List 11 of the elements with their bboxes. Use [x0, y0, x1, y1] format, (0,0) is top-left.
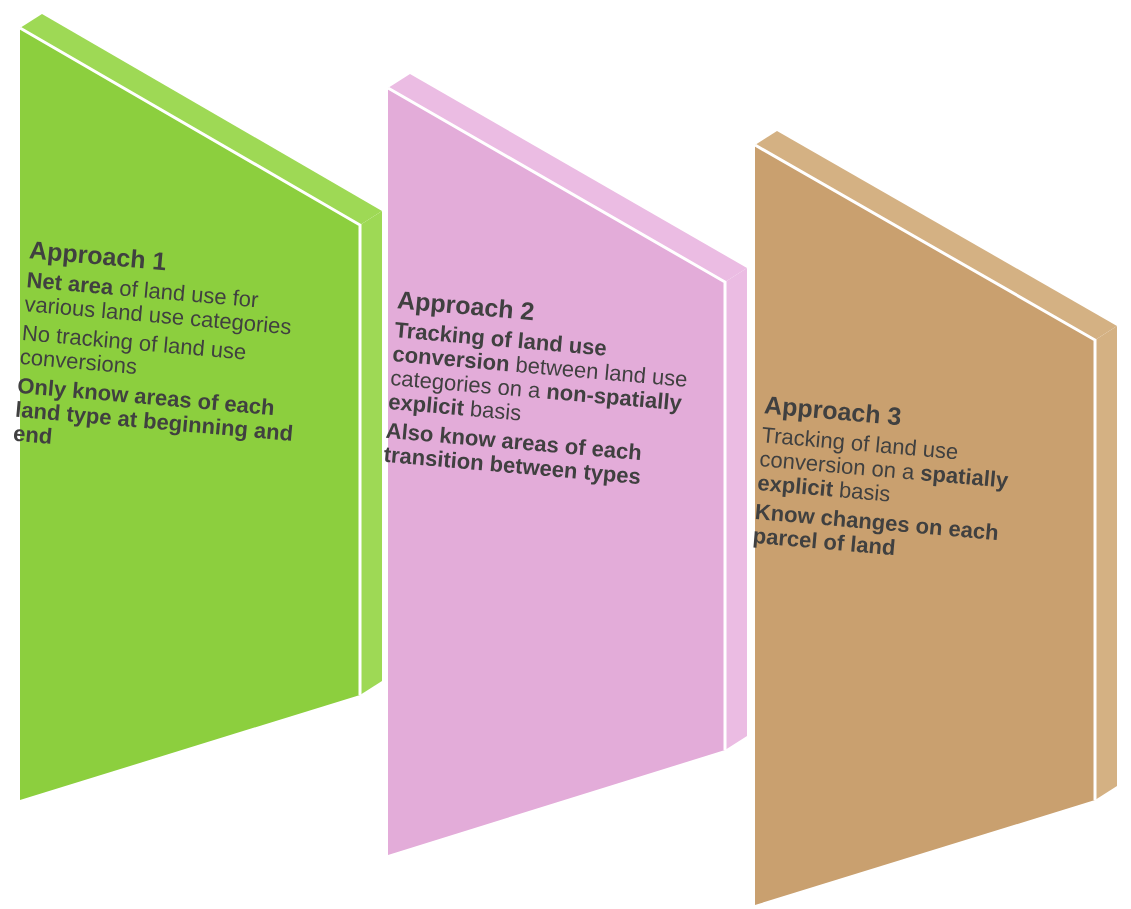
panel-heading: Approach 2 [397, 291, 534, 321]
key-point: Know changes on each parcel of land [753, 503, 998, 556]
panel-heading: Approach 3 [764, 396, 901, 425]
panel [384, 74, 747, 855]
key-point: Only know areas of each land type at beginning and end [14, 378, 293, 444]
panel-heading: Approach 1 [29, 241, 166, 271]
panel [14, 14, 382, 800]
description: Tracking of land use conversion on a spatially explicit basis [758, 427, 1009, 502]
panel [753, 131, 1117, 905]
description: Tracking of land use conversion between land use categories on a non-spatially explicit basis [389, 322, 687, 421]
key-point: Also know areas of each transition between types [384, 423, 641, 486]
